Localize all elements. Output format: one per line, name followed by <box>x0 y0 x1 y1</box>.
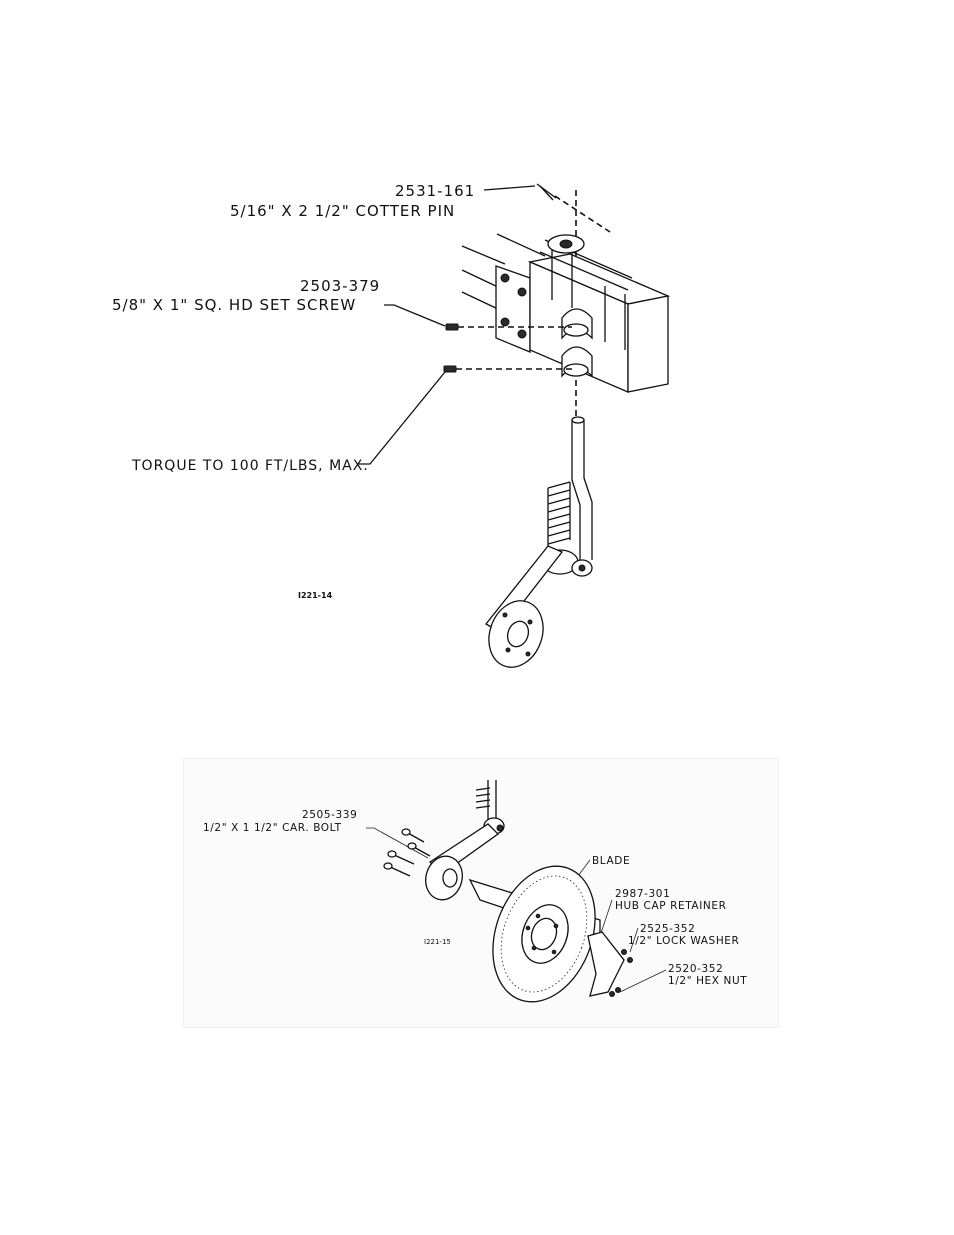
leader-cotter-pin <box>484 186 535 190</box>
hex-nut-description: 1/2" HEX NUT <box>668 975 747 987</box>
lock-washer-part-number: 2525-352 <box>640 923 695 935</box>
hex-nut-part-number: 2520-352 <box>668 963 723 975</box>
hub-cap-retainer-description: HUB CAP RETAINER <box>615 900 727 912</box>
torque-note: TORQUE TO 100 FT/LBS, MAX. <box>131 458 369 474</box>
leader-torque <box>358 372 445 464</box>
car-bolt-part-number: 2505-339 <box>302 809 357 821</box>
blade-label: BLADE <box>592 855 630 867</box>
blade-assembly-diagram: 2505-339 1/2" X 1 1/2" CAR. BOLT BLADE 2… <box>0 750 954 1050</box>
cotter-pin-axis <box>555 196 610 232</box>
lock-washer-description: 1/2" LOCK WASHER <box>628 935 739 947</box>
figure-id-top: I221-14 <box>298 591 333 600</box>
square-tube <box>530 254 668 392</box>
hub-cap-retainer-part-number: 2987-301 <box>615 888 670 900</box>
hub-cap-retainer <box>588 932 624 996</box>
coulter-mount-diagram: 2531-161 5/16" X 2 1/2" COTTER PIN 2503-… <box>0 0 954 700</box>
set-screw-description: 5/8" X 1" SQ. HD SET SCREW <box>112 296 356 314</box>
cotter-pin-part-number: 2531-161 <box>395 182 475 200</box>
figure-id-bottom: I221-15 <box>424 938 451 946</box>
hex-nuts <box>610 988 621 997</box>
leader-hub-cap <box>600 900 612 936</box>
leader-hex-nut <box>620 970 666 992</box>
carriage-bolts <box>384 829 430 876</box>
leader-car-bolt <box>366 828 428 858</box>
coulter-shank <box>572 417 592 560</box>
hub-flange <box>480 593 552 675</box>
pivot-clamp-upper <box>562 309 592 338</box>
set-screw-part-number: 2503-379 <box>300 277 380 295</box>
spring <box>548 482 570 550</box>
cotter-pin-drawing <box>537 184 556 200</box>
set-screw-lower <box>444 366 572 372</box>
top-bearing-hole <box>560 240 572 248</box>
cotter-pin-description: 5/16" X 2 1/2" COTTER PIN <box>230 202 455 220</box>
pivot-clamp-lower <box>562 347 592 376</box>
car-bolt-description: 1/2" X 1 1/2" CAR. BOLT <box>203 822 342 834</box>
leader-set-screw <box>384 305 445 326</box>
leader-blade <box>578 860 590 876</box>
